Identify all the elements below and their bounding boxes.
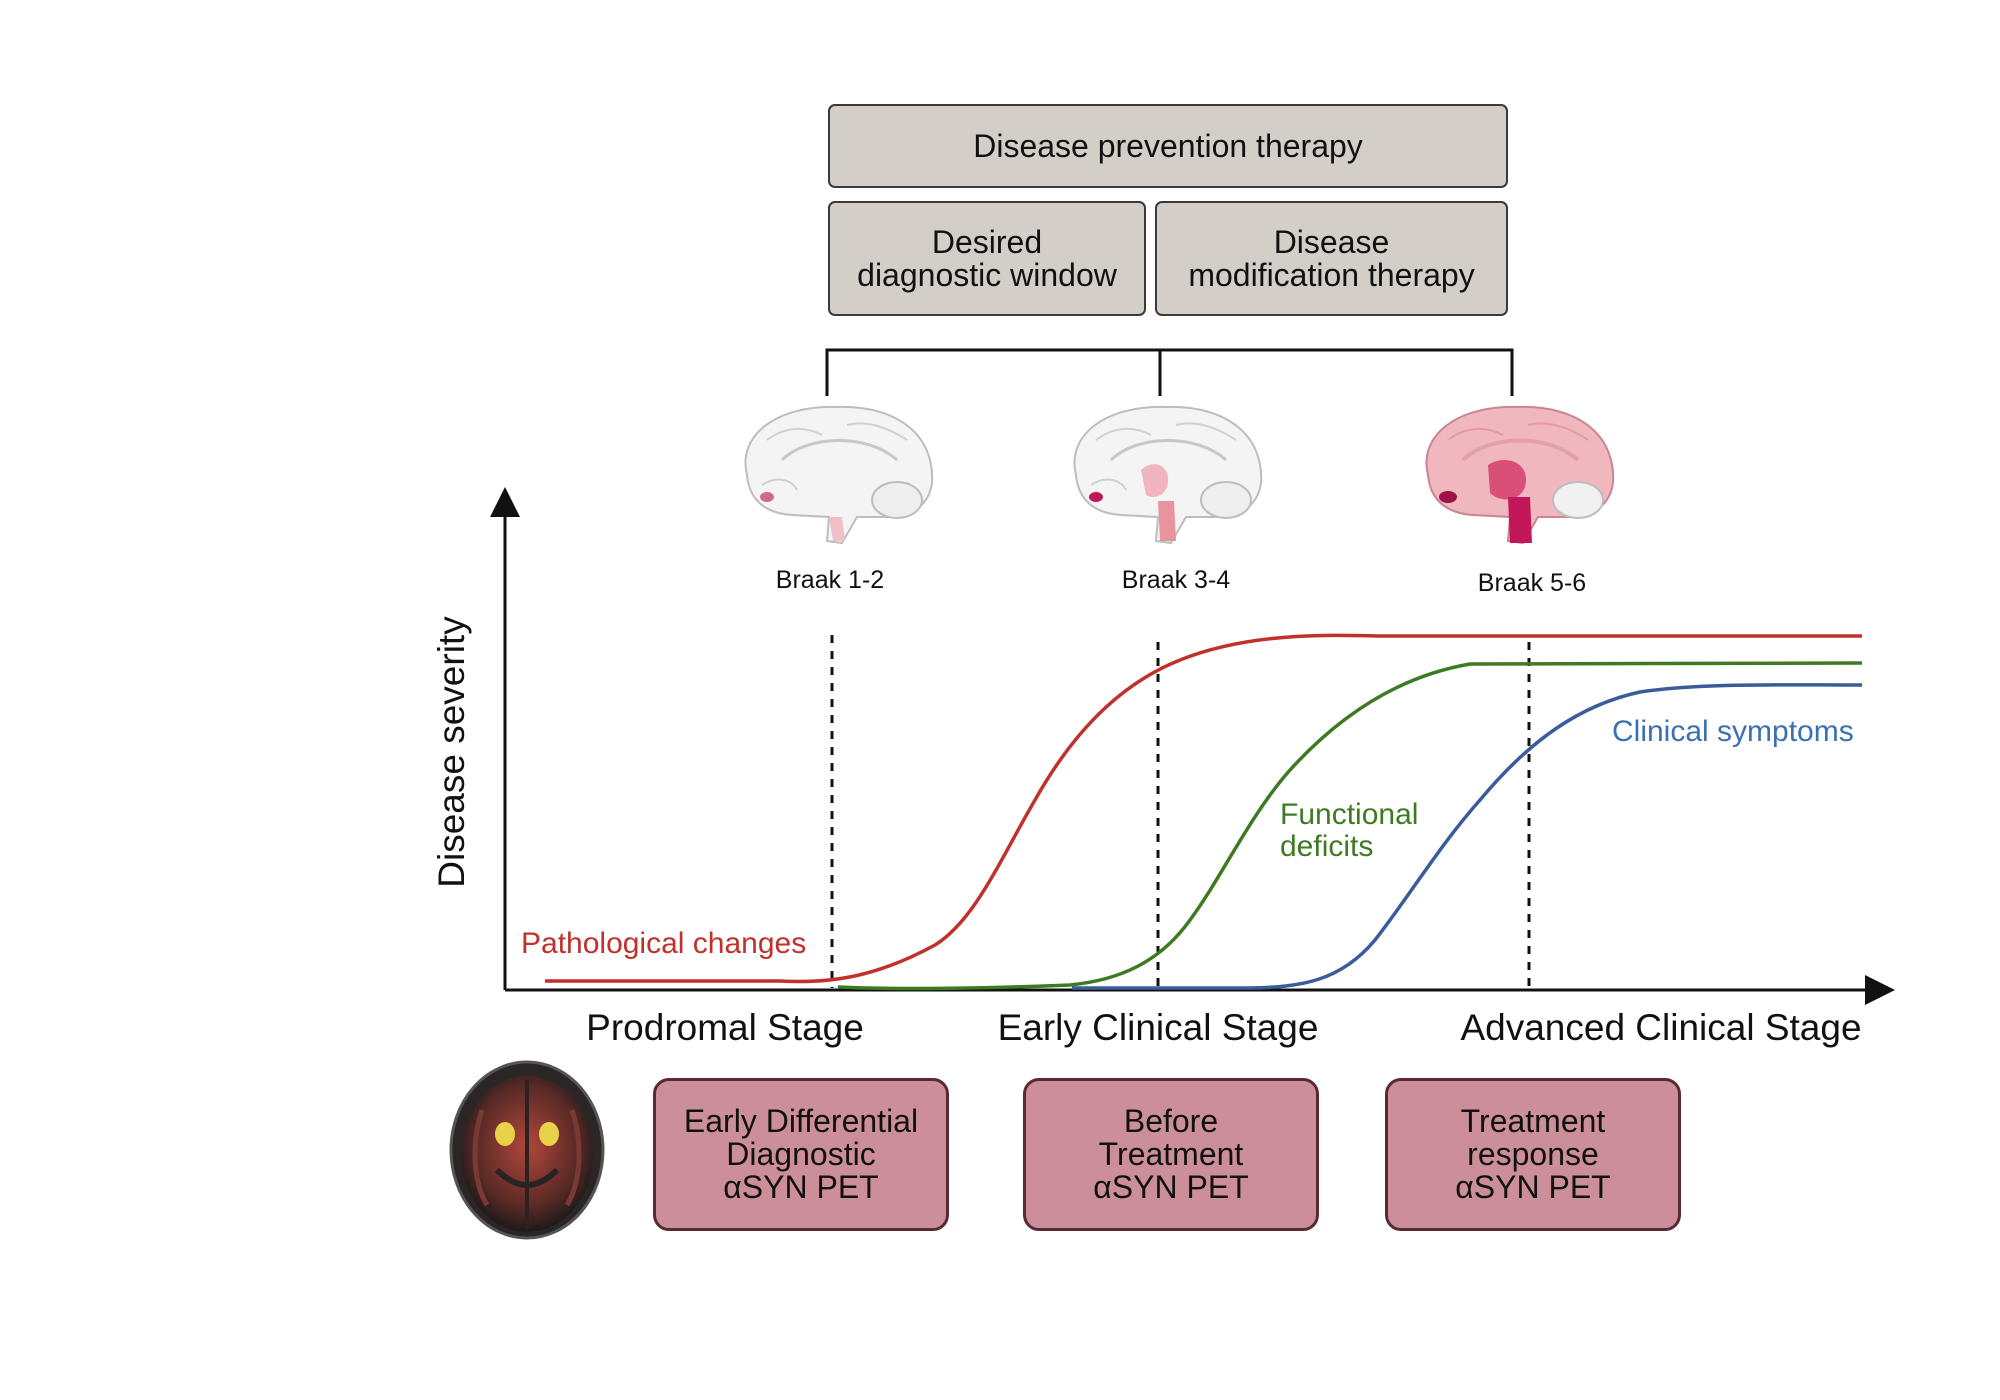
pet-box-2-line-3: αSYN PET	[1093, 1169, 1249, 1205]
early-clinical-stage-label: Early Clinical Stage	[997, 1007, 1319, 1048]
advanced-clinical-stage-label: Advanced Clinical Stage	[1460, 1007, 1862, 1048]
diagnostic-window-line-2: diagnostic window	[857, 256, 1117, 293]
clinical-symptoms-label: Clinical symptoms	[1612, 715, 1854, 748]
disease-modification-therapy-box: Disease modification therapy	[1155, 201, 1508, 316]
chart-axes	[490, 487, 1895, 1005]
y-axis-label: Disease severity	[431, 616, 472, 888]
treatment-response-pet-box: Treatment response αSYN PET	[1385, 1078, 1681, 1231]
functional-deficits-line-1: Functional	[1280, 798, 1419, 831]
braak-label-5-6: Braak 5-6	[1477, 569, 1587, 597]
disease-prevention-therapy-label: Disease prevention therapy	[973, 127, 1363, 164]
modification-therapy-line-1: Disease	[1273, 223, 1390, 260]
pet-box-1-line-1: Early Differential	[683, 1103, 919, 1139]
diagnostic-window-line-1: Desired	[931, 223, 1043, 260]
pet-box-3-line-3: αSYN PET	[1455, 1169, 1611, 1205]
functional-deficits-label: Functional deficits	[1280, 799, 1418, 863]
stage-bracket	[825, 348, 1514, 396]
pet-scan-axial-image-icon	[449, 1060, 605, 1240]
stage-dividers	[830, 635, 1531, 988]
disease-prevention-therapy-box: Disease prevention therapy	[828, 104, 1508, 188]
brain-sagittal-icon	[744, 405, 934, 545]
braak-label-3-4: Braak 3-4	[1121, 566, 1231, 594]
pet-box-3-line-1: Treatment	[1460, 1103, 1606, 1139]
pet-box-2-line-1: Before	[1123, 1103, 1219, 1139]
clinical-symptoms-curve	[1072, 683, 1863, 990]
functional-deficits-line-2: deficits	[1280, 830, 1374, 863]
before-treatment-pet-box: Before Treatment αSYN PET	[1023, 1078, 1319, 1231]
pet-box-2-line-2: Treatment	[1098, 1136, 1244, 1172]
modification-therapy-line-2: modification therapy	[1188, 256, 1475, 293]
pet-box-3-line-2: response	[1467, 1136, 1599, 1172]
brain-sagittal-icon	[1425, 405, 1615, 545]
desired-diagnostic-window-box: Desired diagnostic window	[828, 201, 1146, 316]
pet-box-1-line-2: Diagnostic	[726, 1136, 876, 1172]
functional-deficits-curve	[837, 661, 1863, 991]
early-differential-diagnostic-pet-box: Early Differential Diagnostic αSYN PET	[653, 1078, 949, 1231]
brain-sagittal-icon	[1073, 405, 1263, 545]
pet-box-1-line-3: αSYN PET	[723, 1169, 879, 1205]
pathological-changes-curve	[545, 633, 1862, 984]
pathological-changes-label: Pathological changes	[521, 927, 807, 960]
braak-label-1-2: Braak 1-2	[775, 566, 885, 594]
prodromal-stage-label: Prodromal Stage	[586, 1007, 864, 1048]
